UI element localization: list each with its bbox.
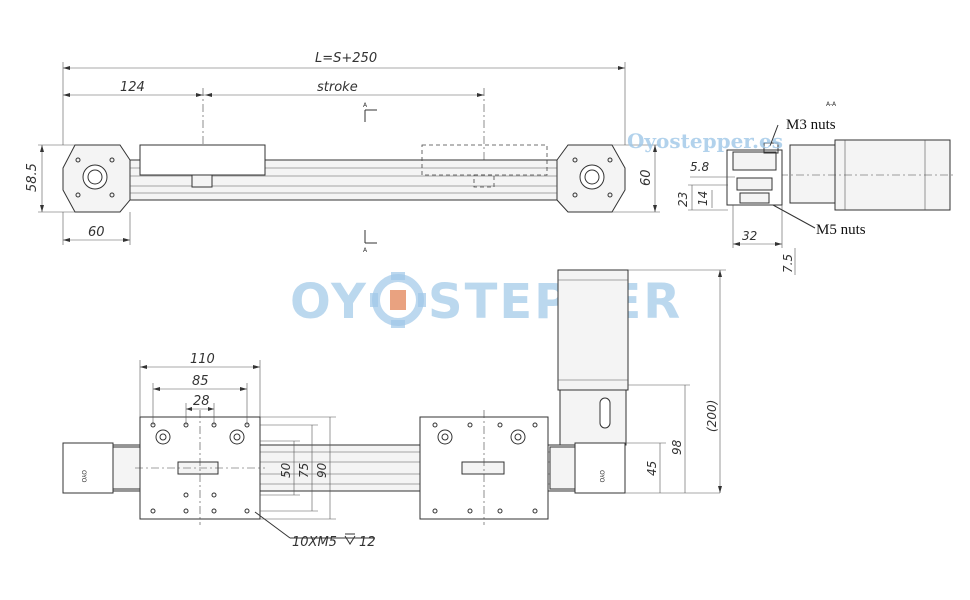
dim-7-5: 7.5: [781, 254, 795, 273]
top-view: L=S+250 124 stroke A A: [25, 51, 660, 254]
dim-50: 50: [279, 462, 293, 478]
front-right-end: [574, 442, 626, 494]
dim-85: 85: [192, 374, 209, 389]
section-title: A-A: [826, 101, 837, 108]
carriage-start: [139, 144, 266, 176]
dim-bottom-width: 60: [88, 225, 105, 240]
front-left-end: [62, 442, 114, 494]
dim-90: 90: [315, 462, 329, 478]
dim-75: 75: [297, 463, 311, 478]
section-label-top: A: [363, 102, 368, 109]
mounting-holes-left: [150, 422, 250, 514]
depth-symbol-icon: [344, 533, 356, 545]
dim-23: 23: [676, 192, 690, 207]
dim-110: 110: [190, 352, 215, 367]
dim-32: 32: [742, 229, 757, 243]
watermark-small-top: Oyostepper.es: [627, 129, 783, 153]
m5-nuts-label: M5 nuts: [816, 222, 866, 238]
dim-total-length: L=S+250: [315, 51, 377, 66]
dim-right-height: 60: [639, 169, 654, 186]
left-end-logo: OYO: [80, 470, 87, 483]
section-coupling: [789, 144, 836, 204]
dim-28: 28: [193, 394, 210, 409]
section-label-bottom: A: [363, 247, 368, 254]
watermark-logo-right: STEPPER: [428, 274, 682, 330]
gear-logo-icon: [370, 272, 426, 328]
front-view: OYO OYO: [62, 269, 726, 550]
dim-14: 14: [696, 191, 710, 206]
right-end-logo: OYO: [598, 470, 605, 483]
dim-98: 98: [670, 439, 684, 455]
watermark-logo-left: OY: [290, 274, 368, 330]
dim-45: 45: [645, 461, 659, 476]
motor-body: [557, 269, 629, 391]
motor-coupling-housing: [559, 389, 627, 446]
dim-stroke: stroke: [317, 80, 358, 95]
mounting-holes-right: [432, 422, 538, 514]
hole-depth: 12: [359, 535, 376, 550]
hole-note: 10XM5: [292, 535, 337, 550]
dim-offset: 124: [120, 80, 145, 95]
section-view: A-A M3 nuts M5 nuts 5.8 23 14 32 7.5: [676, 101, 955, 275]
dim-200: (200): [705, 400, 719, 432]
dim-height: 58.5: [25, 163, 40, 192]
dim-5-8: 5.8: [690, 160, 709, 174]
m3-nuts-label: M3 nuts: [786, 117, 836, 133]
